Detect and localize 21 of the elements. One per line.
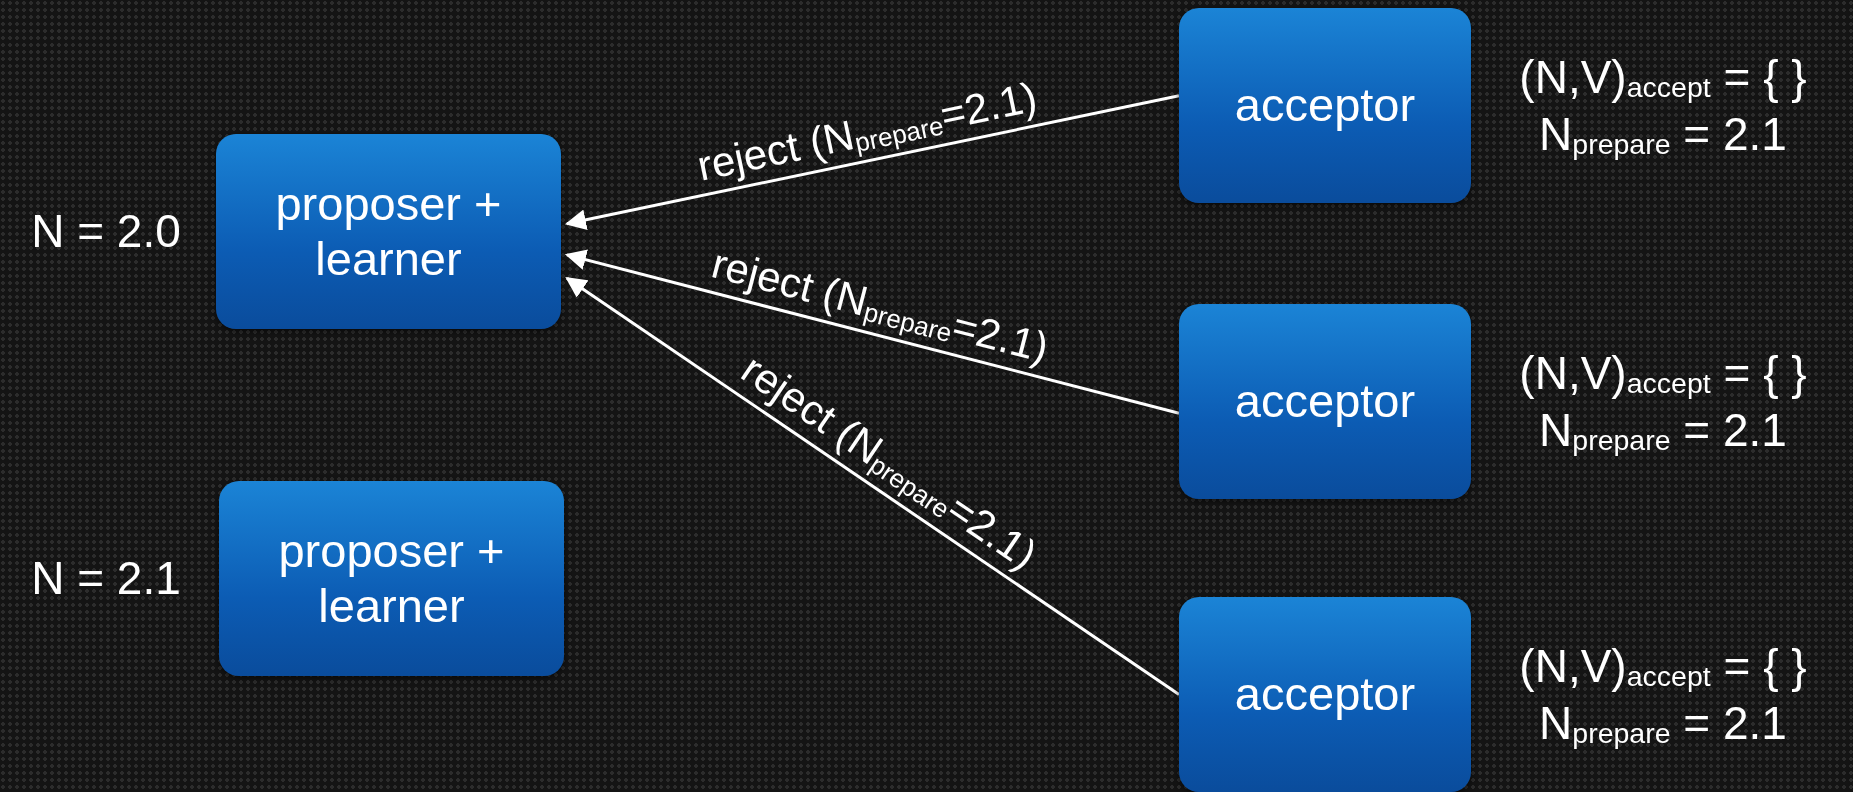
state-note: N$_{prepare}$ = 2.1 xyxy=(1538,695,1788,751)
process-box xyxy=(219,481,564,676)
process-box xyxy=(1179,304,1471,499)
state-note: (N,V)$_{accept}$ = { } xyxy=(1518,638,1808,694)
state-note: N$_{prepare}$ = 2.1 xyxy=(1538,402,1788,458)
node-label: acceptor xyxy=(1234,374,1416,429)
node-label: acceptor xyxy=(1234,667,1416,722)
node-label: acceptor xyxy=(1234,78,1416,133)
state-note: N$_{prepare}$ = 2.1 xyxy=(1538,106,1788,162)
process-box xyxy=(1179,597,1471,792)
arrow xyxy=(565,277,1180,696)
arrow xyxy=(564,94,1180,231)
state-note: (N,V)$_{accept}$ = { } xyxy=(1518,49,1808,105)
process-box xyxy=(1179,8,1471,203)
process-box xyxy=(216,134,561,329)
state-note: (N,V)$_{accept}$ = { } xyxy=(1518,345,1808,401)
node-label: proposer + learner xyxy=(277,524,506,633)
state-note: N = 2.0 xyxy=(30,204,182,259)
node-label: proposer + learner xyxy=(274,177,503,286)
state-note: N = 2.1 xyxy=(30,551,182,606)
arrow xyxy=(564,249,1180,415)
